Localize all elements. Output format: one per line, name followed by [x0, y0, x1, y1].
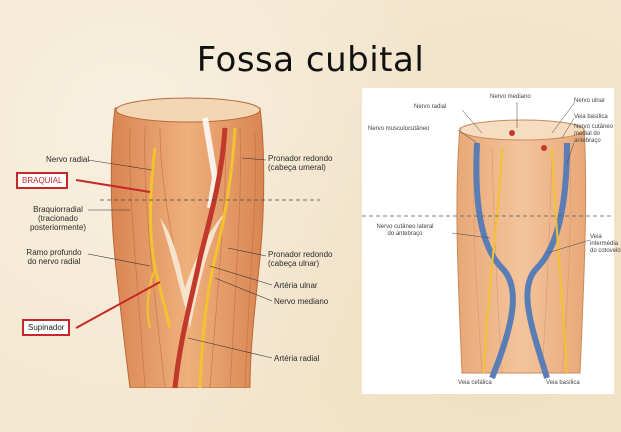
label-veia-intermedia-line2: intermédia [590, 241, 621, 248]
label-nervo-cutaneo-medial-line3: antebraço [574, 138, 613, 145]
label-pronador-ulnar-line2: (cabeça ulnar) [268, 259, 333, 268]
cubital-fossa-veins-figure: Nervo radial Nervo mediano Nervo ulnar N… [362, 88, 614, 394]
ulnar-nerve-marker [541, 145, 547, 151]
label-nervo-cutaneo-lateral-line2: do antebraço [362, 231, 448, 238]
label-veia-intermedia: Veia intermédia do cotovelo [590, 234, 621, 255]
label-nervo-cutaneo-lateral-line1: Nervo cutâneo lateral [362, 224, 448, 231]
label-pronador-umeral: Pronador redondo (cabeça umeral) [268, 154, 333, 172]
label-pronador-ulnar-line1: Pronador redondo [268, 250, 333, 259]
label-veia-intermedia-line3: do cotovelo [590, 248, 621, 255]
label-braquiorradial-line1: Braquiorradial [22, 205, 94, 214]
label-arteria-ulnar: Artéria ulnar [274, 281, 318, 290]
label-veia-cefalica: Veia cefálica [458, 380, 492, 387]
label-supinador-box: Supinador [22, 319, 70, 336]
label-ramo-line1: Ramo profundo [18, 248, 90, 257]
label-braquiorradial-line3: posteriormente) [22, 223, 94, 232]
label-veia-intermedia-line1: Veia [590, 234, 621, 241]
label-nervo-radial-right: Nervo radial [414, 104, 446, 111]
label-braquiorradial-line2: (tracionado [22, 214, 94, 223]
label-nervo-musculocutaneo: Nervo musculocutâneo [368, 126, 429, 133]
humerus-cross-section [116, 98, 260, 122]
label-braquial-box: BRAQUIAL [16, 172, 68, 189]
label-nervo-radial: Nervo radial [46, 155, 89, 164]
slide-title: Fossa cubital [0, 40, 621, 80]
arm-cross-section [460, 120, 584, 140]
median-nerve-marker [509, 130, 515, 136]
label-nervo-cutaneo-medial-line2: medial do [574, 131, 613, 138]
label-pronador-umeral-line2: (cabeça umeral) [268, 163, 333, 172]
label-ramo-line2: do nervo radial [18, 257, 90, 266]
label-nervo-ulnar-right: Nervo ulnar [574, 98, 605, 105]
label-nervo-cutaneo-lateral: Nervo cutâneo lateral do antebraço [362, 224, 448, 238]
cubital-fossa-muscles-figure: Nervo radial BRAQUIAL Braquiorradial (tr… [10, 88, 360, 388]
cubital-fossa-illustration [10, 88, 360, 388]
label-nervo-mediano: Nervo mediano [274, 297, 328, 306]
label-veia-basilica-top: Veia basílica [574, 114, 608, 121]
label-pronador-ulnar: Pronador redondo (cabeça ulnar) [268, 250, 333, 268]
label-ramo-profundo: Ramo profundo do nervo radial [18, 248, 90, 266]
label-veia-basilica-bottom: Veia basílica [546, 380, 580, 387]
label-pronador-umeral-line1: Pronador redondo [268, 154, 333, 163]
label-nervo-cutaneo-medial-line1: Nervo cutâneo [574, 124, 613, 131]
label-nervo-cutaneo-medial: Nervo cutâneo medial do antebraço [574, 124, 613, 145]
label-nervo-mediano-right: Nervo mediano [490, 94, 531, 101]
label-braquiorradial: Braquiorradial (tracionado posteriorment… [22, 205, 94, 232]
label-arteria-radial: Artéria radial [274, 354, 319, 363]
